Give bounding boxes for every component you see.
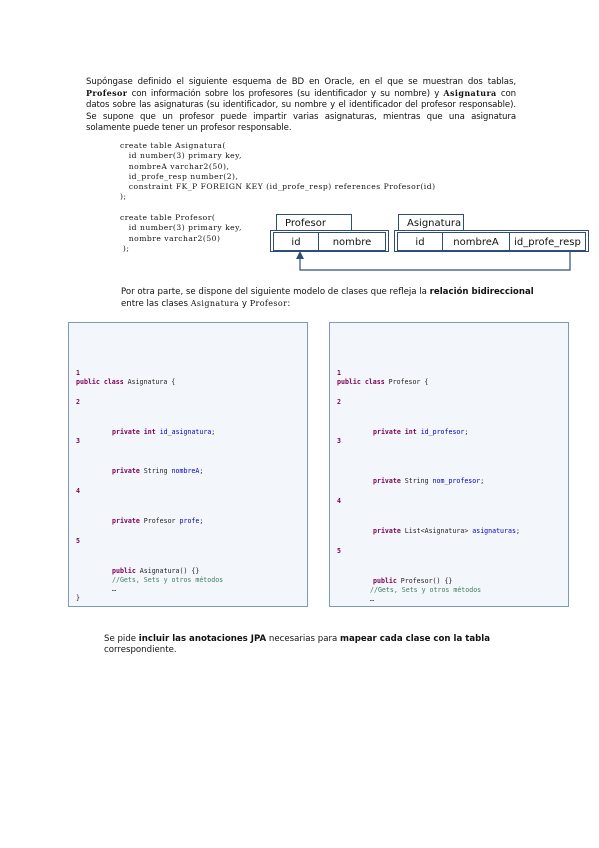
asignatura-class-code: 1 public class Asignatura { 2 private in…: [68, 322, 308, 607]
sql-create-asignatura: create table Asignatura( id number(3) pr…: [120, 141, 436, 202]
asignatura-table-outline: [394, 230, 589, 252]
profesor-table-outline: [270, 230, 389, 252]
profesor-table-name: Profesor: [86, 88, 128, 99]
profesor-class-code: 1 public class Profesor { 2 private int …: [329, 322, 569, 607]
profesor-col-nombre: nombre: [318, 232, 386, 251]
sql-create-profesor: create table Profesor( id number(3) prim…: [120, 213, 242, 253]
intro-paragraph: Supóngase definido el siguiente esquema …: [86, 77, 516, 133]
class-model-paragraph: Por otra parte, se dispone del siguiente…: [121, 287, 534, 309]
asignatura-table-name: Asignatura: [443, 88, 497, 99]
task-statement: Se pide incluir las anotaciones JPA nece…: [104, 634, 491, 655]
profesor-col-id: id: [273, 232, 319, 251]
asignatura-col-id-profe-resp: id_profe_resp: [509, 232, 586, 251]
